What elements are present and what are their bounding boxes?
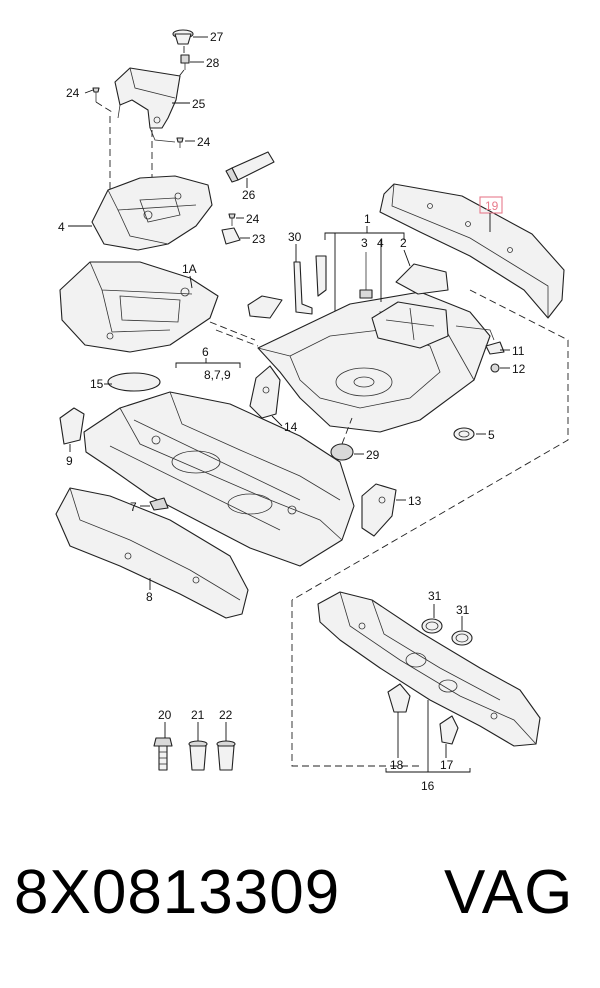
part-22-rivet-nut [216,740,236,771]
callout-7: 7 [130,500,137,514]
part-24-screw-c [228,213,236,226]
part-26-tube [225,151,275,183]
part-number: 8X0813309 [14,858,341,927]
callout-14: 14 [284,420,298,434]
part-12-nut [490,363,500,373]
callout-13: 13 [408,494,422,508]
part-4-tray [91,175,213,251]
callout-15: 15 [90,377,104,391]
callout-9: 9 [66,454,73,468]
part-9-bracket [59,407,85,445]
part-30-strip [293,255,327,315]
part-25-bracket [114,67,181,143]
part-24-screw-b [176,137,184,148]
callout-11: 11 [512,344,525,358]
callout-25: 25 [192,97,206,111]
callout-31-a: 31 [428,589,442,603]
callout-16: 16 [421,779,435,793]
part-18-bracket [387,683,411,713]
callout-18: 18 [390,758,404,772]
part-28-bolt [180,54,190,70]
callout-3: 3 [361,236,368,250]
brand-name: VAG [444,858,574,927]
callout-21: 21 [191,708,205,722]
part-7-clip [149,497,169,511]
callout-6: 6 [202,345,209,359]
part-2-bracket [395,263,449,295]
bracket-small [247,295,283,319]
callout-1: 1 [364,212,371,226]
part-29-plug [330,443,354,461]
callout-5: 5 [488,428,495,442]
part-13-bracket [361,483,397,537]
part-24-screw-a [92,87,100,102]
part-1-rear-floor-pan [257,291,491,433]
part-4-plate [371,301,449,349]
part-1a-floor-cover [59,261,219,353]
exploded-parts-diagram: 27 28 24 25 24 26 24 4 23 19 1 30 3 4 2 … [55,29,569,793]
callout-24-c: 24 [246,212,260,226]
part-21-rivet-nut [188,740,208,771]
part-11-clip [485,341,505,355]
callout-17: 17 [440,758,454,772]
part-16-cross-member [317,591,541,747]
callout-30: 30 [288,230,302,244]
callout-4-b: 4 [377,236,384,250]
part-19-rear-panel [379,183,565,319]
highlight-box-19 [479,196,503,214]
callout-8: 8 [146,590,153,604]
part-31-ring-a [421,618,443,634]
callout-29: 29 [366,448,380,462]
part-15-pad [107,372,161,392]
callout-8-7-9: 8,7,9 [204,368,231,382]
part-31-ring-b [451,630,473,646]
part-20-bolt [153,737,173,771]
part-23-clip [221,227,241,245]
cable-detail [455,325,495,341]
part-17-bracket [439,715,459,745]
callout-31-b: 31 [456,603,470,617]
part-6-front-floor [83,391,355,567]
callout-23: 23 [252,232,266,246]
part-27-cap [172,29,194,45]
footer: 8X0813309 VAG [0,862,600,962]
callout-26: 26 [242,188,256,202]
callout-2: 2 [400,236,407,250]
callout-22: 22 [219,708,233,722]
callout-27: 27 [210,30,224,44]
part-8-side-member [55,487,249,619]
part-5-grommet [453,427,475,441]
callout-24-a: 24 [66,86,80,100]
callout-28: 28 [206,56,220,70]
callout-24-b: 24 [197,135,211,149]
callout-19: 19 [485,199,499,213]
callout-4-a: 4 [58,220,65,234]
callout-1a: 1A [182,262,197,276]
callout-12: 12 [512,362,526,376]
callout-20: 20 [158,708,172,722]
part-14-bracket [249,365,281,419]
part-3-stud [359,252,373,299]
